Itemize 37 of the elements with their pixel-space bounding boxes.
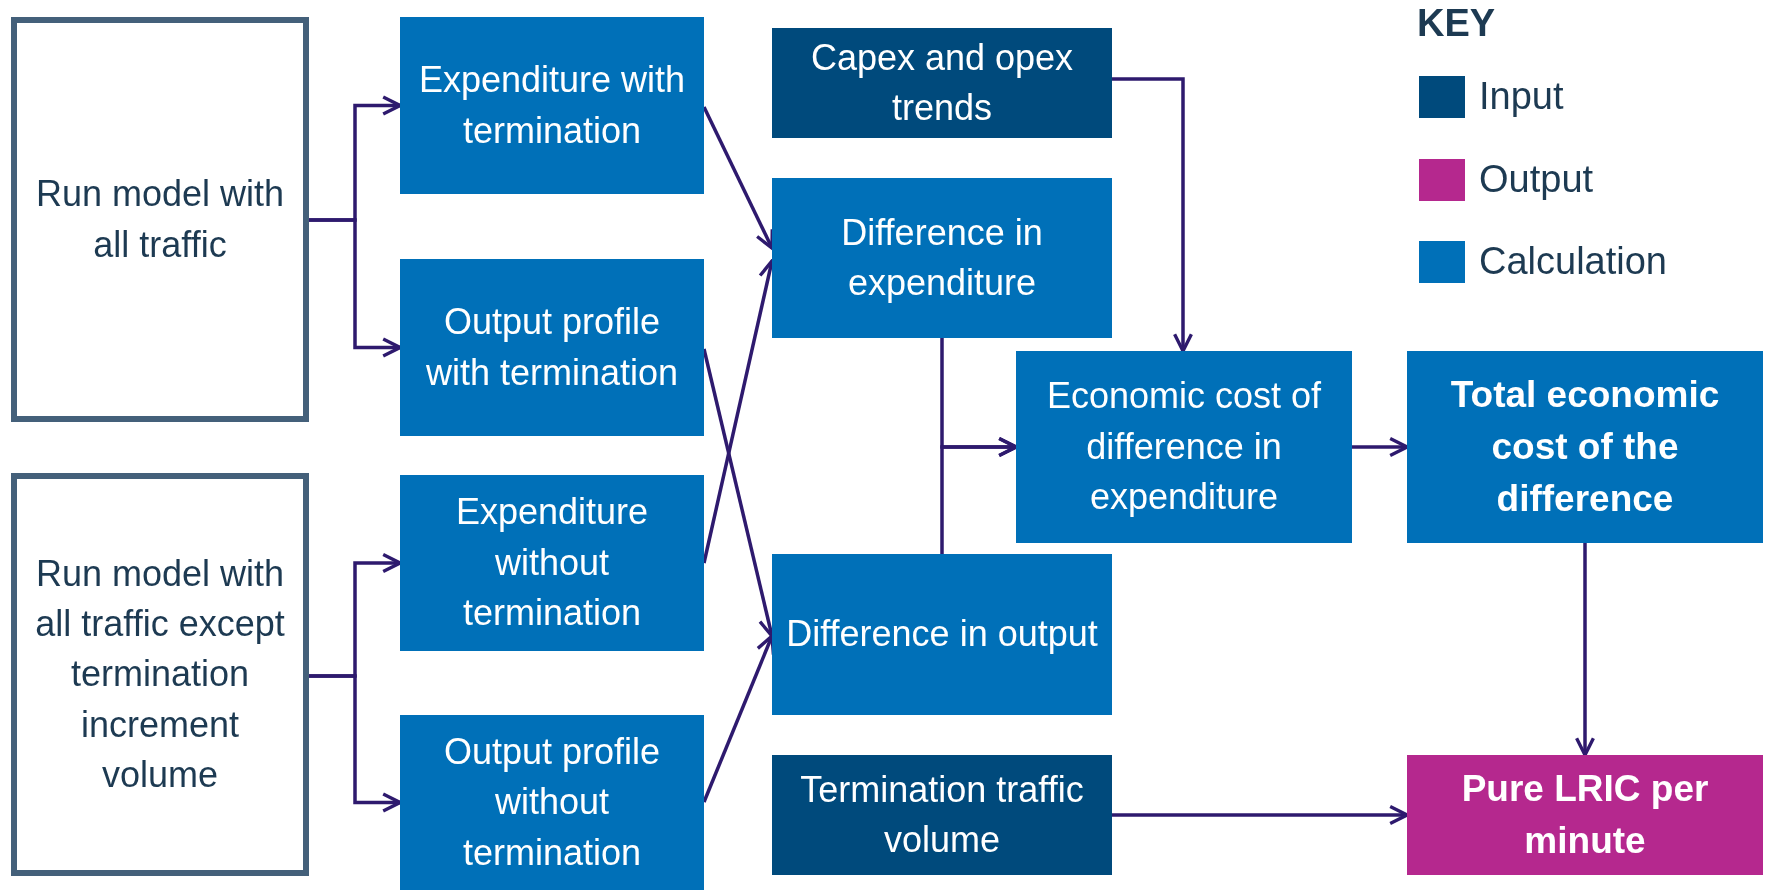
process-box: [772, 554, 1112, 715]
node-text: Output profile with termination: [424, 300, 680, 395]
node-text: Capex and opex trends: [809, 35, 1075, 130]
process-box: [400, 259, 704, 436]
node-text: Expenditure without termination: [454, 490, 650, 636]
node-text: Run model with all traffic except termination increment volume: [34, 551, 286, 798]
arrow: [1352, 436, 1409, 458]
process-box: [400, 17, 704, 194]
process-box: [400, 475, 704, 651]
node-text: Difference in expenditure: [840, 210, 1044, 305]
process-box: [1407, 351, 1763, 543]
process-box: [772, 28, 1112, 138]
process-box: [1407, 755, 1763, 875]
arrow: [1112, 804, 1409, 826]
process-box: [772, 755, 1112, 875]
process-box: [11, 17, 309, 422]
process-box: [772, 178, 1112, 338]
process-box: [1016, 351, 1352, 543]
node-text: Pure LRIC per minute: [1460, 767, 1710, 863]
arrow: [940, 436, 1018, 554]
legend-label: Calculation: [1479, 240, 1667, 283]
process-box: [11, 473, 309, 876]
node-text: Difference in output: [786, 612, 1098, 657]
node-text: Expenditure with termination: [417, 58, 687, 153]
legend-label: Input: [1479, 75, 1564, 118]
key-heading: KEY: [1417, 2, 1496, 45]
node-text: Output profile without termination: [442, 729, 662, 875]
arrow: [1574, 543, 1596, 757]
node-text: Economic cost of difference in expenditure: [1045, 374, 1323, 520]
node-text: Termination traffic volume: [799, 767, 1085, 862]
arrow: [309, 674, 402, 813]
arrow: [1112, 77, 1194, 353]
node-text: Run model with all traffic: [34, 172, 286, 267]
legend-label: Output: [1479, 158, 1594, 201]
process-box: [400, 715, 704, 890]
node-text: Total economic cost of the difference: [1449, 373, 1721, 521]
arrow: [309, 218, 402, 358]
